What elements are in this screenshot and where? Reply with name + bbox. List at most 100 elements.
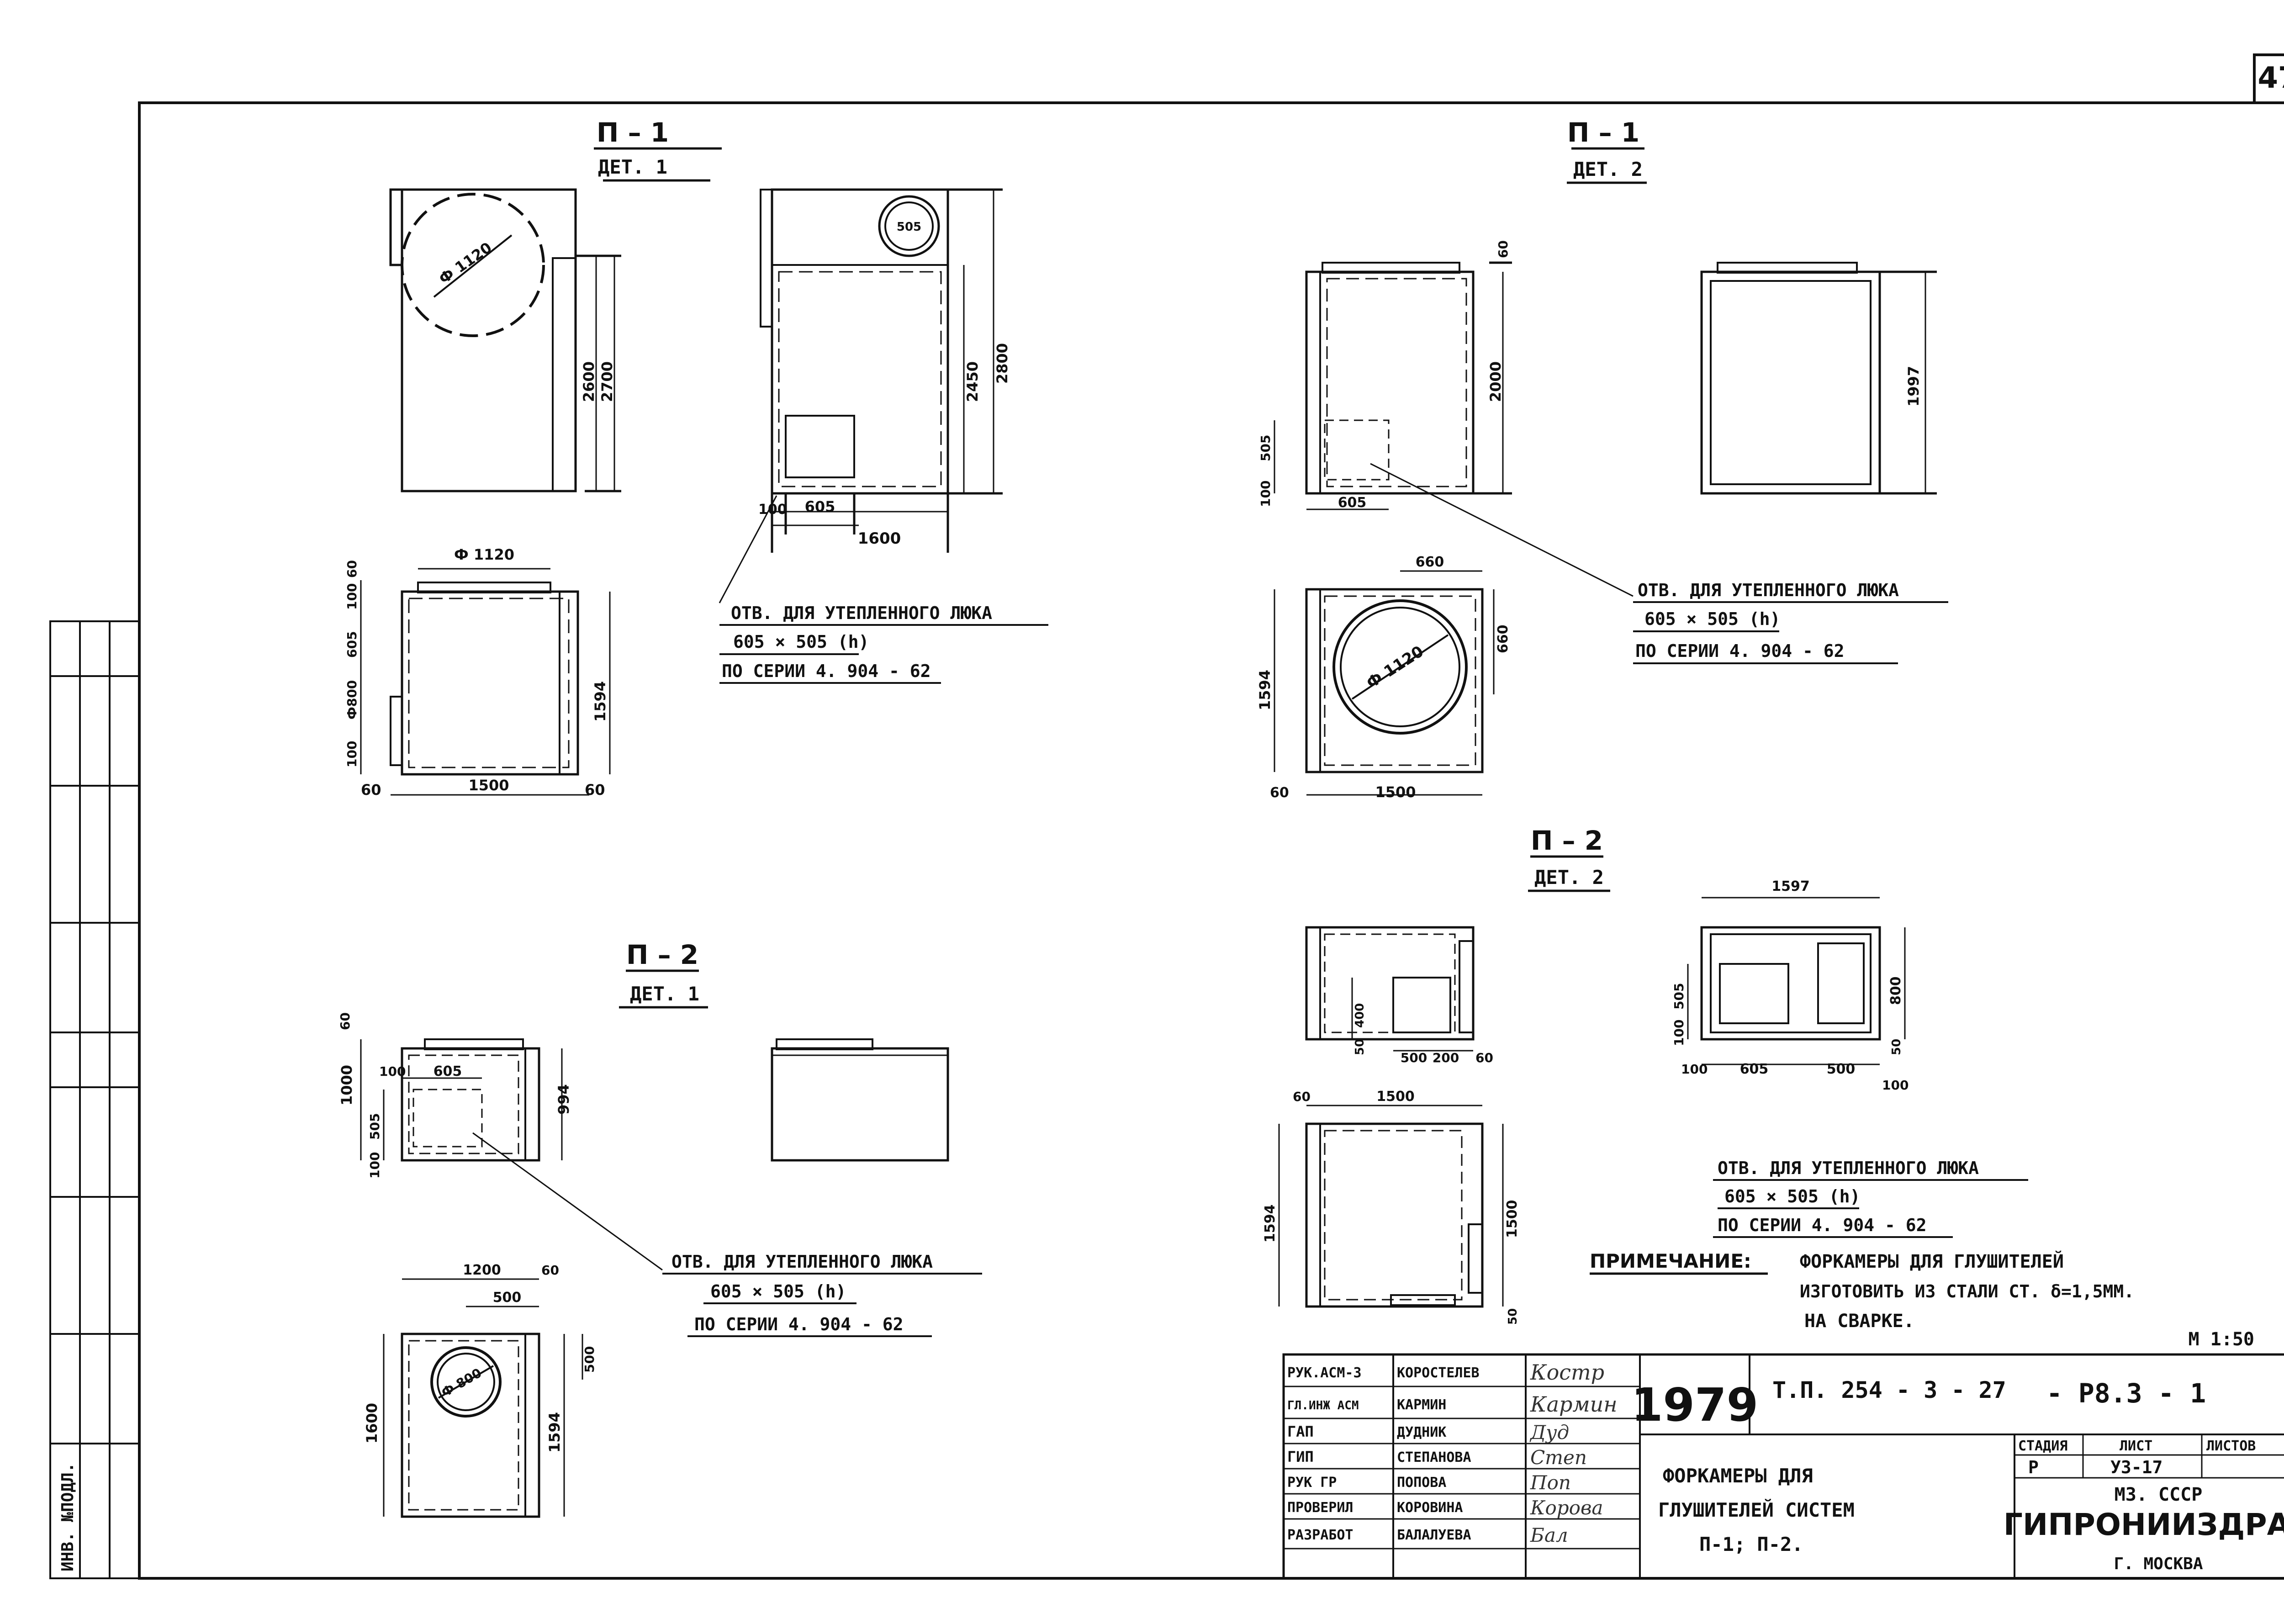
remark-line2: ИЗГОТОВИТЬ ИЗ СТАЛИ СТ. δ=1,5ММ. xyxy=(1800,1281,2134,1301)
view-subtitle: ДЕТ. 1 xyxy=(630,983,699,1005)
p2-det2-front-view xyxy=(1687,897,1906,1065)
dim-1594: 1594 xyxy=(546,1412,563,1453)
remark-label: ПРИМЕЧАНИЕ: xyxy=(1590,1250,1751,1272)
note-line3: ПО СЕРИИ 4. 904 - 62 xyxy=(1718,1215,1927,1235)
dim-60: 60 xyxy=(541,1263,559,1278)
dim-v100: 100 xyxy=(367,1152,382,1179)
dim-1594: 1594 xyxy=(1256,670,1274,710)
dim-h660: 660 xyxy=(1495,624,1511,653)
signature: Бал xyxy=(1530,1524,1568,1546)
dim-2000: 2000 xyxy=(1487,361,1504,402)
sheet-frame xyxy=(138,53,2284,1580)
p1-det2-note: ОТВ. ДЛЯ УТЕПЛЕННОГО ЛЮКА 605 × 505 (h) … xyxy=(1633,580,1948,664)
dim-w60: 60 xyxy=(1475,1050,1493,1065)
dim-800: 800 xyxy=(1888,976,1904,1005)
view-p2-det2: П – 2 ДЕТ. 2 400 50 500 200 60 1597 xyxy=(1262,825,2028,1325)
role: РУК.АСМ-3 xyxy=(1287,1365,1362,1381)
person: КОРОВИНА xyxy=(1397,1500,1463,1516)
sheet-title-line1: ФОРКАМЕРЫ ДЛЯ xyxy=(1663,1465,1813,1487)
dim-1594: 1594 xyxy=(592,681,609,722)
note-line3: ПО СЕРИИ 4. 904 - 62 xyxy=(1635,641,1845,661)
dim-v605: 605 xyxy=(344,631,360,658)
dim-1600: 1600 xyxy=(363,1403,381,1444)
project-code: Т.П. 254 - 3 - 27 xyxy=(1772,1377,2006,1403)
note-line2: 605 × 505 (h) xyxy=(710,1281,846,1301)
view-title: П – 1 xyxy=(1567,117,1639,148)
scale: М 1:50 xyxy=(2189,1329,2255,1350)
dim-w500: 500 xyxy=(1401,1050,1427,1065)
stage-value: Р xyxy=(2028,1457,2039,1477)
dim-phi1120: Ф 1120 xyxy=(1363,642,1427,693)
dim-w605: 605 xyxy=(1740,1061,1769,1077)
inventory-label: ИНВ. №ПОДЛ. xyxy=(58,1463,77,1571)
note-line1: ОТВ. ДЛЯ УТЕПЛЕННОГО ЛЮКА xyxy=(1718,1158,1979,1178)
dim-2450: 2450 xyxy=(964,361,981,402)
remark-block: ПРИМЕЧАНИЕ: ФОРКАМЕРЫ ДЛЯ ГЛУШИТЕЛЕЙ ИЗГ… xyxy=(1590,1250,2254,1350)
dim-1000: 1000 xyxy=(338,1065,355,1106)
sheet-header: ЛИСТ xyxy=(2120,1438,2152,1454)
p1-det1-front-view xyxy=(760,188,1003,553)
view-title: П – 2 xyxy=(626,939,698,970)
sheet-title-line2: ГЛУШИТЕЛЕЙ СИСТЕМ xyxy=(1658,1498,1855,1521)
dim-w100: 100 xyxy=(379,1064,406,1079)
dim-v400: 400 xyxy=(1353,1003,1367,1028)
dim-605: 605 xyxy=(805,498,835,515)
dim-v50b: 50 xyxy=(1890,1039,1903,1055)
p2-det2-side-view xyxy=(1305,926,1475,1052)
signature: Степ xyxy=(1530,1446,1587,1469)
dim-1594: 1594 xyxy=(1262,1205,1278,1243)
dim-v505: 505 xyxy=(1258,435,1273,461)
dim-1500: 1500 xyxy=(1504,1200,1520,1238)
p2-det1-plan-view xyxy=(383,1278,583,1518)
dim-w500b: 500 xyxy=(1827,1061,1856,1077)
p1-det1-side-view xyxy=(389,188,621,492)
dim-w100b: 100 xyxy=(1882,1078,1909,1093)
note-line3: ПО СЕРИИ 4. 904 - 62 xyxy=(694,1314,904,1334)
sheet-number: 47 xyxy=(2258,61,2284,95)
p2-det2-plan-view xyxy=(1278,1105,1504,1308)
dim-w1500: 1500 xyxy=(1376,1089,1415,1105)
signature: Поп xyxy=(1530,1471,1571,1494)
dim-605: 605 xyxy=(434,1063,462,1079)
view-subtitle: ДЕТ. 2 xyxy=(1573,158,1643,180)
dim-phi1120: Ф 1120 xyxy=(436,239,495,288)
title-block-roles: РУК.АСМ-3 КОРОСТЕЛЕВ Костр ГЛ.ИНЖ АСМ КА… xyxy=(1287,1360,1618,1546)
dim-660: 660 xyxy=(1416,554,1444,570)
dim-60a: 60 xyxy=(361,781,381,799)
note-line1: ОТВ. ДЛЯ УТЕПЛЕННОГО ЛЮКА xyxy=(671,1252,933,1272)
p1-det1-note: ОТВ. ДЛЯ УТЕПЛЕННОГО ЛЮКА 605 × 505 (h) … xyxy=(719,603,1048,684)
person: КАРМИН xyxy=(1397,1397,1446,1413)
person: КОРОСТЕЛЕВ xyxy=(1397,1365,1480,1381)
signature: Корова xyxy=(1530,1497,1603,1519)
dim-phi800: Ф 800 xyxy=(439,1365,484,1400)
p1-det2-front-view xyxy=(1700,262,1937,495)
person: БАЛАЛУЕВА xyxy=(1397,1527,1471,1543)
signature: Костр xyxy=(1530,1360,1604,1385)
role: ГЛ.ИНЖ АСМ xyxy=(1287,1399,1359,1412)
dim-v100b: 100 xyxy=(344,741,360,767)
dim-1500: 1500 xyxy=(1375,783,1416,801)
ministry: МЗ. СССР xyxy=(2115,1484,2203,1505)
dim-60: 60 xyxy=(1270,785,1289,801)
remark-line3: НА СВАРКЕ. xyxy=(1804,1311,1914,1332)
dim-1600: 1600 xyxy=(858,529,901,548)
dim-v50c: 50 xyxy=(1506,1308,1520,1325)
dim-1500: 1500 xyxy=(468,777,509,794)
sheet-title-line3: П-1; П-2. xyxy=(1699,1533,1803,1555)
role: ПРОВЕРИЛ xyxy=(1287,1500,1353,1516)
dim-w60c: 60 xyxy=(1293,1089,1311,1104)
p1-det1-plan-view xyxy=(360,568,611,796)
dim-v60: 60 xyxy=(338,1012,353,1030)
person: ПОПОВА xyxy=(1397,1475,1446,1491)
signature: Кармин xyxy=(1530,1392,1618,1417)
view-title: П – 1 xyxy=(597,117,669,148)
view-p1-det1: П – 1 ДЕТ. 1 Ф 1120 2600 2700 xyxy=(344,117,1048,799)
dim-60b: 60 xyxy=(585,781,605,799)
side-stamp xyxy=(49,620,140,1579)
view-subtitle: ДЕТ. 1 xyxy=(598,156,667,178)
dim-w100: 100 xyxy=(1681,1062,1708,1077)
note-line1: ОТВ. ДЛЯ УТЕПЛЕННОГО ЛЮКА xyxy=(731,603,992,623)
person: СТЕПАНОВА xyxy=(1397,1449,1471,1465)
view-p1-det2: П – 1 ДЕТ. 2 60 2000 505 100 605 xyxy=(1256,117,1948,801)
title-block-text: 1979 Т.П. 254 - 3 - 27 - Р8.3 - 1 ФОРКАМ… xyxy=(1631,1377,2284,1573)
